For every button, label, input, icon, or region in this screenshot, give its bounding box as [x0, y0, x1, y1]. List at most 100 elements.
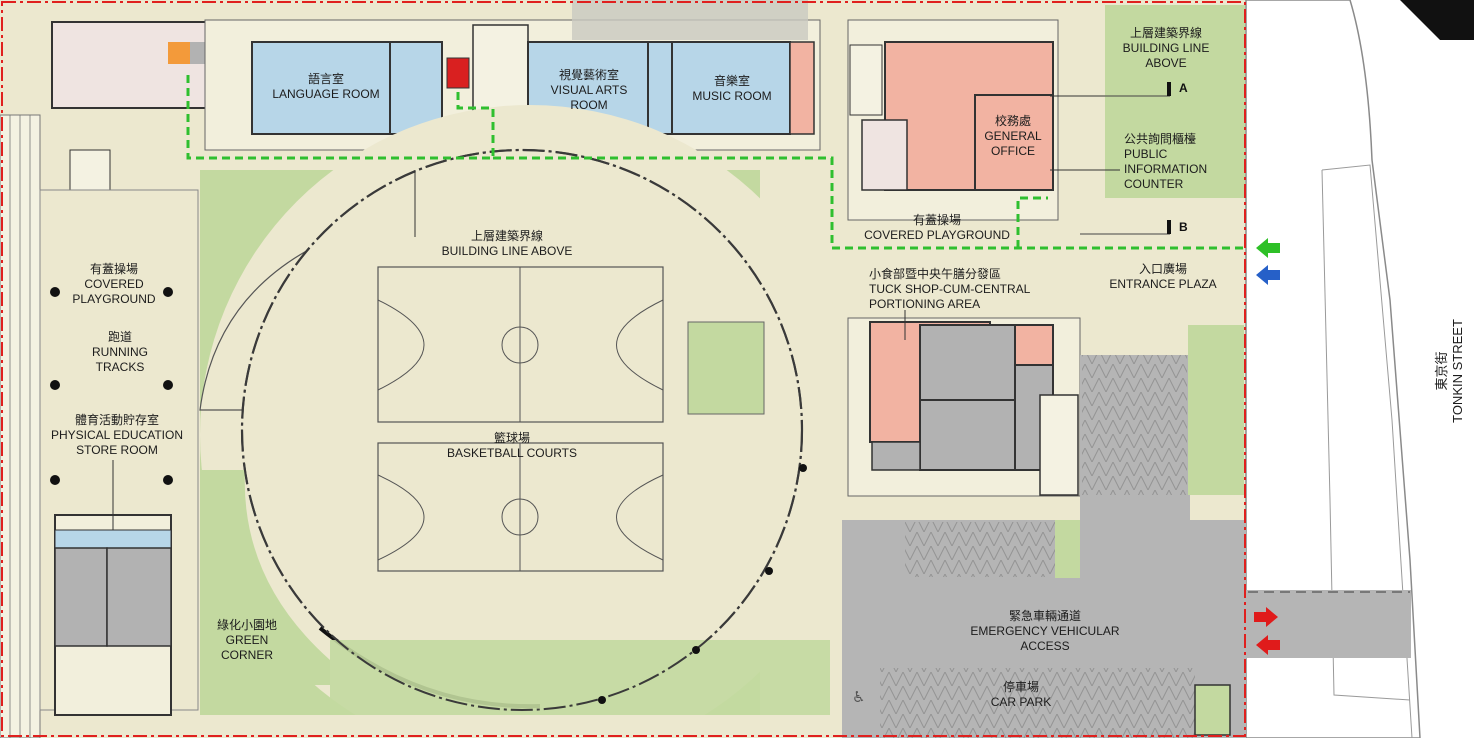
tuck-shop-grey-1 [919, 324, 1016, 401]
green-area-bottom-right [1194, 684, 1231, 736]
car-park-label: 停車場 CAR PARK [991, 680, 1051, 710]
arrow-blue-icon [1256, 265, 1280, 285]
pic-en1: PUBLIC [1124, 147, 1168, 161]
green-area-eva [1055, 520, 1080, 578]
car-park-en: CAR PARK [990, 695, 1052, 709]
covered-playground-left-en1: COVERED [84, 277, 144, 291]
language-room [251, 41, 443, 135]
column-dot [799, 464, 807, 472]
court-2-center-circle [501, 498, 539, 536]
covered-playground-left-label: 有蓋操場 COVERED PLAYGROUND [72, 262, 155, 307]
arrow-red-right-icon [1254, 607, 1278, 627]
building-line-right-zh: 上層建築界線 [1129, 26, 1203, 40]
visual-arts-room-label: 視覺藝術室 VISUAL ARTS ROOM [551, 68, 628, 113]
tonkin-street-road [1245, 0, 1421, 738]
court-1-center-circle [501, 326, 539, 364]
basketball-courts-label: 籃球場 BASKETBALL COURTS [447, 431, 577, 461]
basketball-courts-en: BASKETBALL COURTS [446, 446, 578, 460]
stair-core-left [69, 149, 111, 191]
entrance-plaza-en: ENTRANCE PLAZA [1109, 277, 1217, 291]
general-office-zh: 校務處 [994, 114, 1032, 128]
column-dot [163, 475, 173, 485]
office-stair [849, 44, 883, 116]
music-room-en: MUSIC ROOM [692, 89, 772, 103]
building-line-center-zh: 上層建築界線 [470, 229, 543, 243]
parking-bays-right [1082, 355, 1187, 495]
tuck-shop-lift [1039, 394, 1079, 496]
column-dot [50, 380, 60, 390]
column-dot [163, 380, 173, 390]
column-dot [50, 287, 60, 297]
arrow-green-icon [1256, 238, 1280, 258]
covered-playground-top-label: 有蓋操場 COVERED PLAYGROUND [864, 213, 1010, 243]
pe-store-grey-2 [106, 547, 172, 647]
green-corner-en2: CORNER [220, 648, 274, 662]
pic-en3: COUNTER [1124, 177, 1184, 191]
court-2-key-left [377, 474, 425, 561]
general-office-en1: GENERAL [984, 129, 1042, 143]
toilet-block-orange [168, 42, 190, 64]
emergency-vehicular-access-label: 緊急車輛通道 EMERGENCY VEHICULAR ACCESS [970, 609, 1119, 654]
site-boundary [1, 1, 1246, 737]
basketball-courts-zh: 籃球場 [493, 431, 531, 445]
green-corner-label: 綠化小園地 GREEN CORNER [217, 618, 277, 663]
eva-zh: 緊急車輛通道 [1008, 609, 1081, 623]
pe-store-grey-1 [54, 547, 108, 647]
green-area-entrance [1188, 325, 1244, 495]
court-1-key-right [616, 299, 664, 391]
language-room-en: LANGUAGE ROOM [272, 87, 380, 101]
road-curb-line [1321, 164, 1413, 738]
north-arrow-icon [1400, 0, 1474, 40]
office-toilet [861, 119, 908, 191]
pic-en2: INFORMATION [1124, 162, 1208, 176]
tuck-shop-label: 小食部暨中央午膳分發區 TUCK SHOP-CUM-CENTRAL PORTIO… [869, 267, 1030, 312]
building-line-right-en1: BUILDING LINE [1122, 41, 1210, 55]
running-tracks-en1: RUNNING [92, 345, 148, 359]
pe-store-en2: STORE ROOM [76, 443, 158, 457]
pic-zh: 公共詢問櫃檯 [1124, 132, 1197, 146]
tuck-shop-grey-2 [919, 399, 1016, 471]
column-dot [163, 287, 173, 297]
public-information-counter-label: 公共詢問櫃檯 PUBLIC INFORMATION COUNTER [1124, 132, 1207, 192]
eva-en2: ACCESS [1020, 639, 1070, 653]
visual-arts-room-en2: ROOM [570, 98, 608, 112]
section-marker-b: B [1179, 220, 1188, 234]
entrance-plaza-zh: 入口廣場 [1138, 262, 1188, 276]
column-dot [765, 567, 773, 575]
music-room-label: 音樂室 MUSIC ROOM [692, 74, 771, 104]
court-2-key-right [616, 474, 664, 561]
street-label: 東京街 TONKIN STREET [1434, 311, 1466, 431]
language-room-label: 語言室 LANGUAGE ROOM [272, 72, 379, 102]
green-corner-area [200, 470, 330, 685]
column-dot [50, 475, 60, 485]
eva-en1: EMERGENCY VEHICULAR [970, 624, 1120, 638]
green-area-right [1105, 5, 1245, 198]
column-dot [692, 646, 700, 654]
street-en: TONKIN STREET [1450, 319, 1465, 423]
building-line-center-en: BUILDING LINE ABOVE [441, 244, 573, 258]
accessible-route [186, 75, 1245, 250]
tuck-shop-pink-small [1014, 324, 1054, 366]
tuck-shop-store [871, 441, 921, 471]
entrance-plaza-label: 入口廣場 ENTRANCE PLAZA [1109, 262, 1216, 292]
prep-room [647, 41, 673, 135]
building-line-right-en2: ABOVE [1145, 56, 1187, 70]
pe-store-blue-band [54, 529, 172, 549]
column-dot [598, 696, 606, 704]
section-tick-b [1167, 220, 1171, 234]
visual-arts-room-zh: 視覺藝術室 [558, 68, 620, 82]
running-tracks-en2: TRACKS [95, 360, 145, 374]
pe-store-en1: PHYSICAL EDUCATION [50, 428, 184, 442]
tuck-shop-en2: PORTIONING AREA [869, 297, 981, 311]
lift-shaft [446, 57, 470, 89]
green-strip-bottom [330, 640, 830, 715]
language-room-zh: 語言室 [307, 72, 345, 86]
green-patch-right [687, 321, 765, 415]
green-corner-zh: 綠化小園地 [216, 618, 278, 632]
toilet-block [51, 21, 219, 109]
overlay-grey-box [572, 0, 808, 40]
general-office [974, 94, 1054, 191]
arrow-red-left-icon [1256, 635, 1280, 655]
section-tick-a [1167, 82, 1171, 96]
